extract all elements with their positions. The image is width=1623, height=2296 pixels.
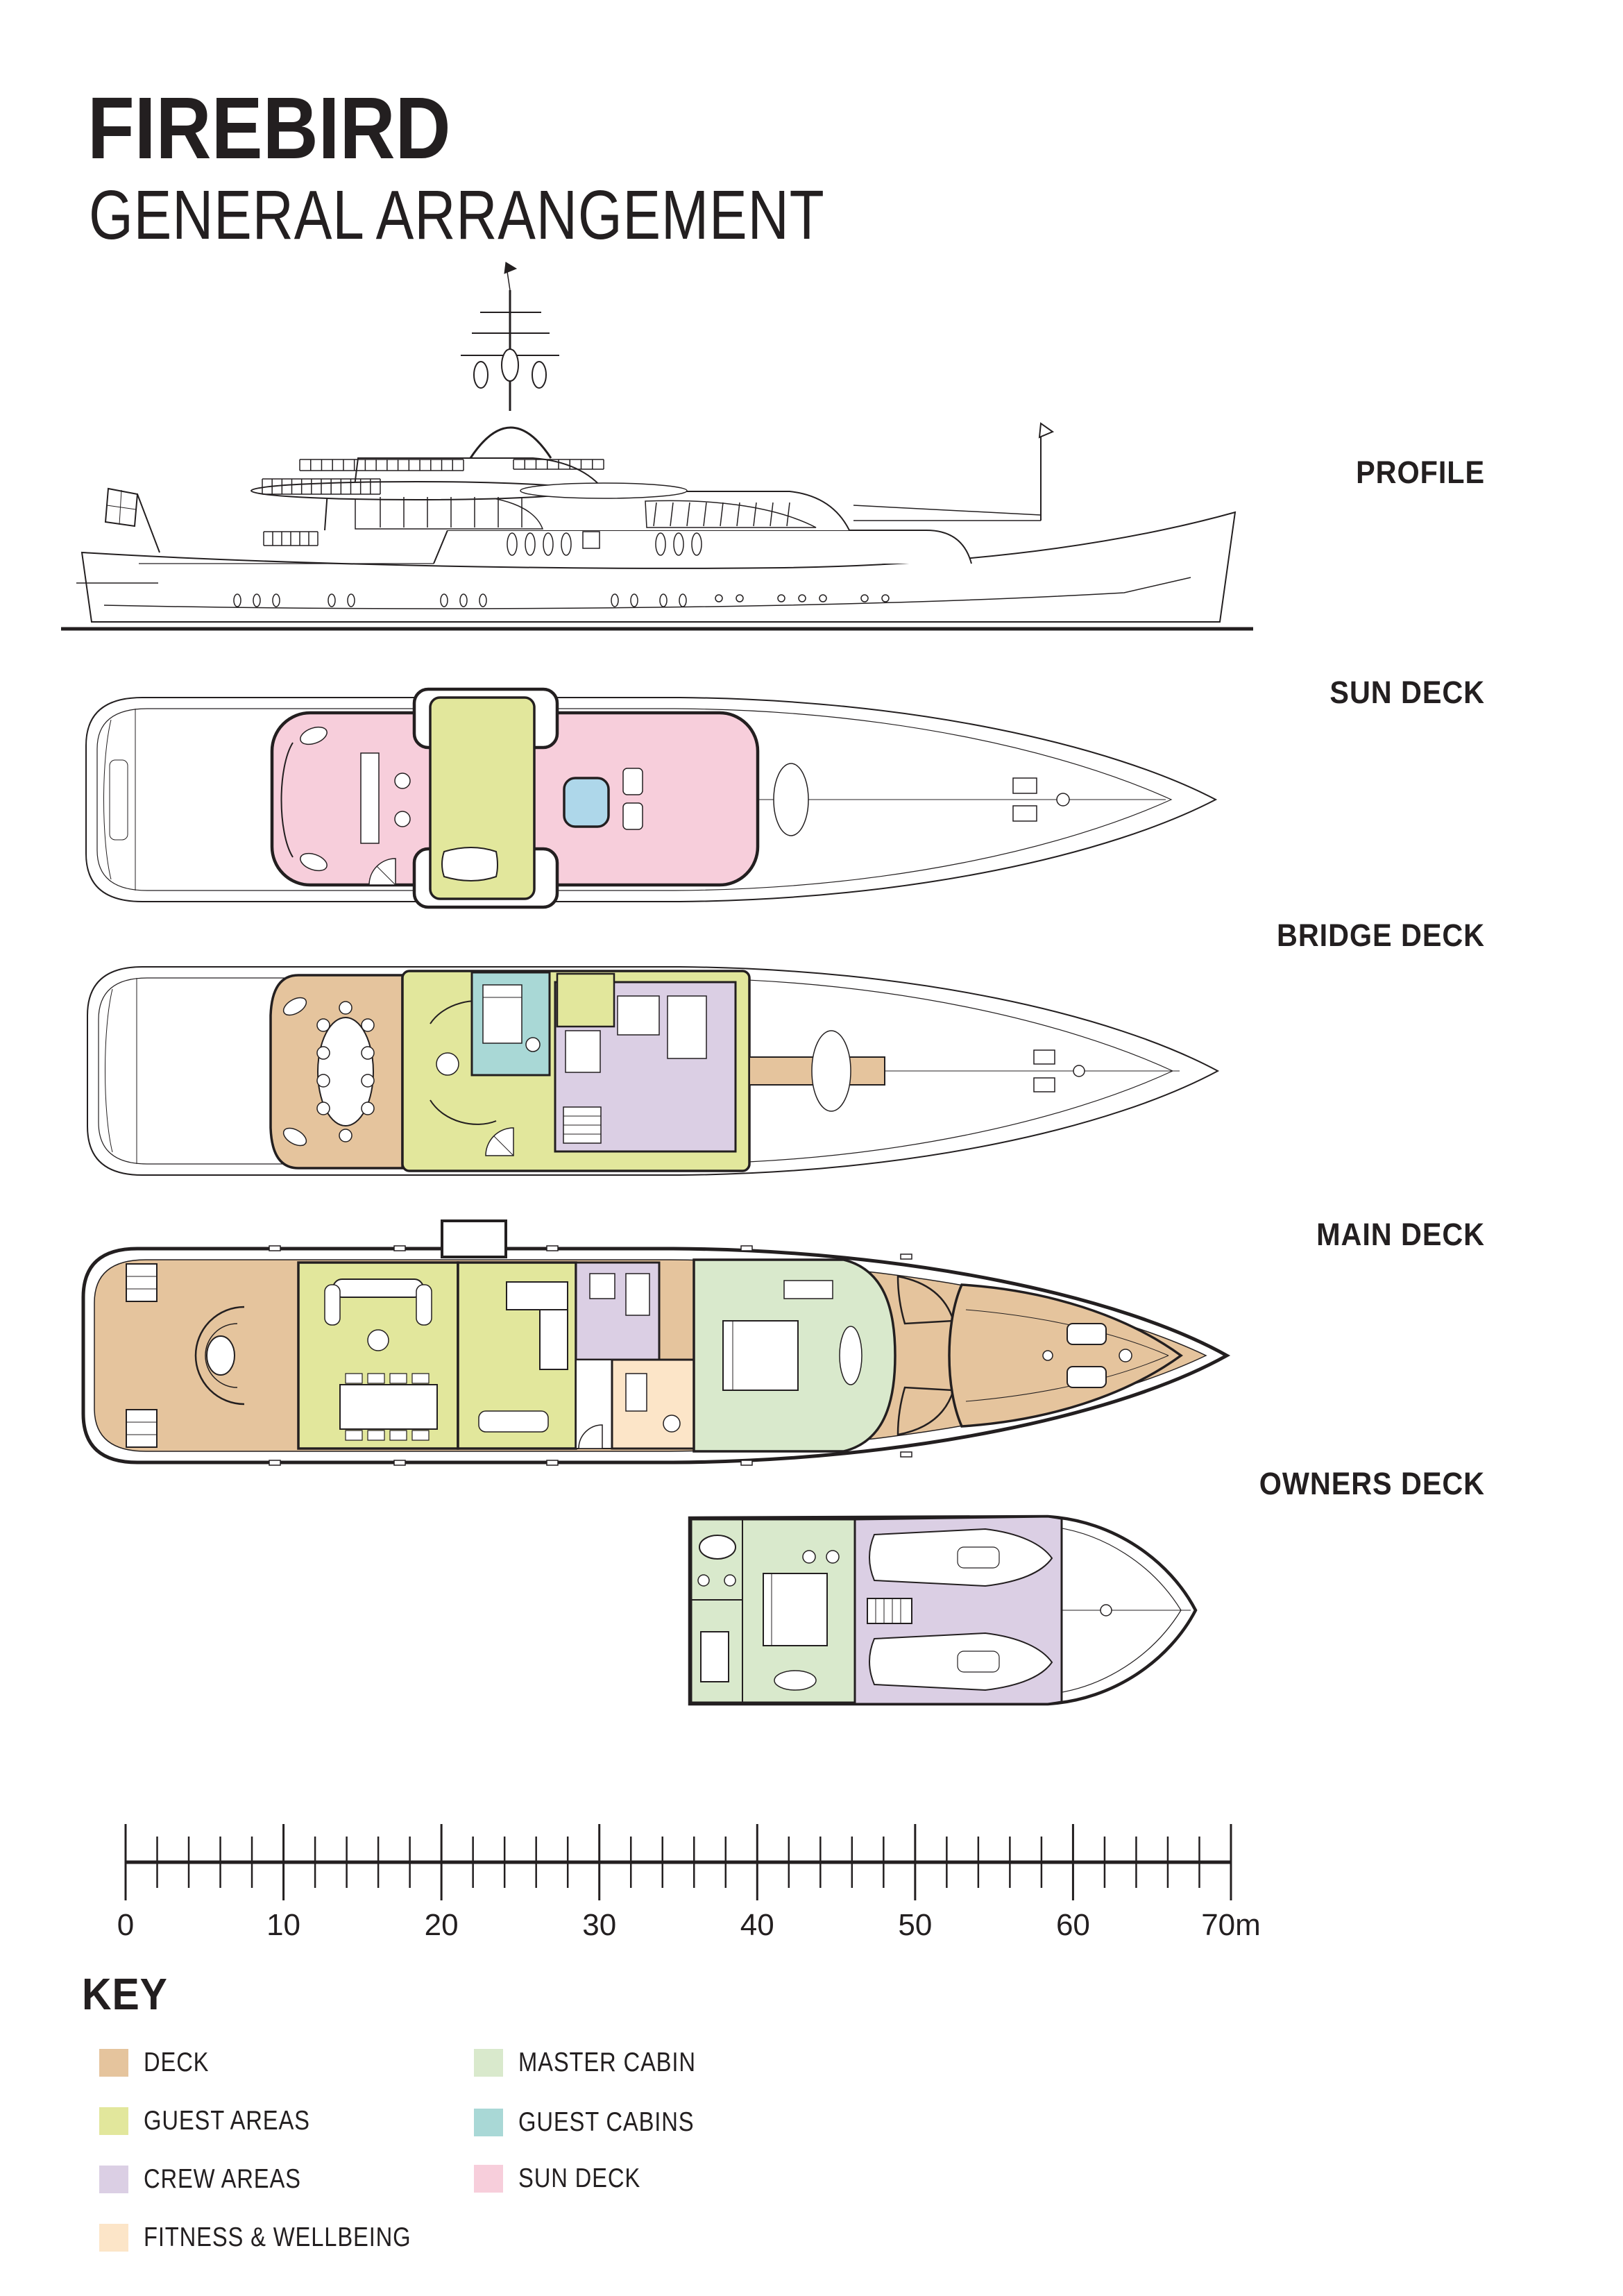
fitness-swatch [99,2224,128,2252]
master-cabin-swatch [474,2049,503,2077]
bow-deck [949,1285,1181,1426]
legend-label: MASTER CABIN [518,2048,696,2077]
legend-label: FITNESS & WELLBEING [144,2222,411,2252]
legend-item-master-cabin: MASTER CABIN [474,2048,730,2078]
sun-deck-plan [69,677,1228,920]
desk [701,1632,729,1682]
legend-label: GUEST CABINS [518,2107,695,2137]
cleats [269,1246,912,1465]
key-heading: KEY [82,1969,168,2019]
page-subtitle: GENERAL ARRANGEMENT [89,176,825,254]
owner-bed [763,1573,827,1646]
windows [380,497,790,555]
legend-item-fitness: FITNESS & WELLBEING [99,2222,462,2253]
crew-areas-swatch [99,2166,128,2193]
jacuzzi [564,778,609,827]
owners-deck-plan [659,1496,1235,1725]
tv-cabinet [361,753,379,843]
garage-stair [867,1598,912,1623]
scale-bar: 0 10 20 30 40 50 60 70m [117,1805,1261,1942]
legend-label: GUEST AREAS [144,2106,310,2136]
legend-label: CREW AREAS [144,2164,301,2194]
legend-item-deck: DECK [99,2048,221,2078]
svg-text:60: 60 [1056,1908,1090,1942]
bar [442,847,498,881]
fitness-room [612,1360,694,1449]
main-deck-plan [62,1218,1242,1492]
svg-text:40: 40 [740,1908,774,1942]
deck-swatch [99,2049,128,2077]
svg-text:50: 50 [898,1908,932,1942]
legend-item-guest-areas: GUEST AREAS [99,2106,342,2136]
legend-item-sun-deck: SUN DECK [474,2163,664,2194]
mast-base [774,763,808,836]
dining-table [340,1385,437,1429]
radar-arch [470,428,551,458]
bathtub [699,1535,736,1559]
funnel [442,1221,506,1257]
profile-drawing [56,250,1263,639]
guest-cabins-swatch [474,2109,503,2136]
ruler-ticks [126,1824,1231,1900]
mast-base [812,1031,851,1111]
antenna-dome [474,362,488,388]
aft-table [207,1336,235,1375]
hull-profile [82,512,1235,622]
legend-item-guest-cabins: GUEST CABINS [474,2107,728,2138]
legend-item-crew-areas: CREW AREAS [99,2164,331,2195]
legend-label: DECK [144,2048,210,2077]
page-title: FIREBIRD [87,79,451,177]
svg-text:30: 30 [582,1908,616,1942]
label-main-deck: MAIN DECK [1316,1217,1485,1252]
label-profile: PROFILE [1356,455,1485,490]
sun-deck-swatch [474,2165,503,2193]
dining-table [318,1018,373,1126]
railings [262,459,1041,546]
aft-sofa [196,1307,244,1404]
legend-label: SUN DECK [518,2163,641,2193]
guest-areas-swatch [99,2107,128,2135]
portholes [234,594,889,607]
svg-text:20: 20 [425,1908,459,1942]
label-owners-deck: OWNERS DECK [1259,1466,1485,1501]
pantry [557,974,614,1027]
master-bed [723,1321,798,1390]
svg-text:0: 0 [117,1908,134,1942]
antenna-dome [532,362,546,388]
dining-chairs [317,1002,374,1142]
bridge-deck-plan [69,940,1228,1201]
label-bridge-deck: BRIDGE DECK [1277,918,1485,953]
label-sun-deck: SUN DECK [1329,675,1485,710]
antenna-dome [502,349,518,381]
bridge-deckhouse [325,491,849,530]
svg-text:10: 10 [266,1908,300,1942]
svg-text:70m: 70m [1201,1908,1261,1942]
ruler-labels: 0 10 20 30 40 50 60 70m [117,1908,1261,1942]
